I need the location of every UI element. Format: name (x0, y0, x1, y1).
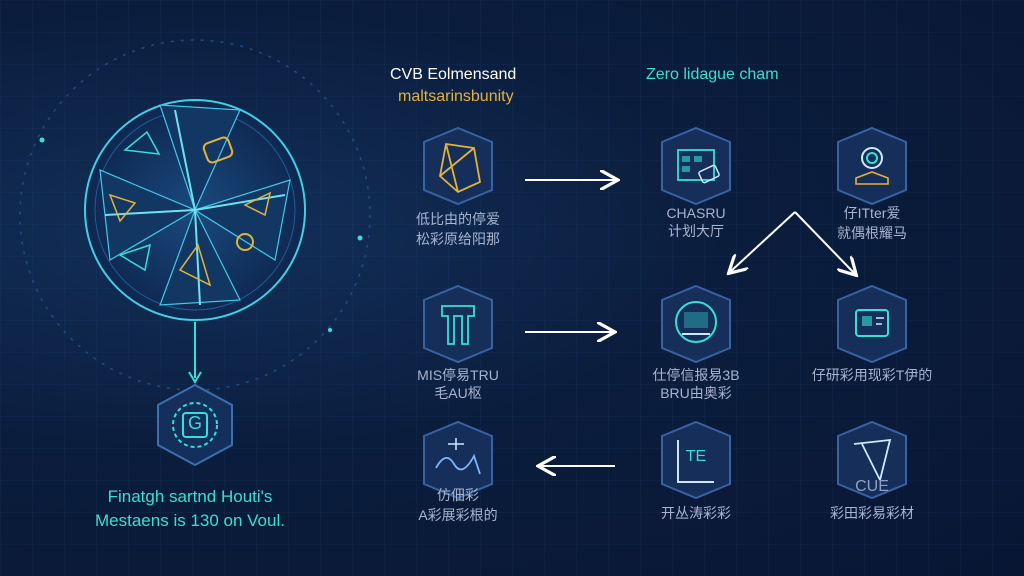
node-n6-line1: 仔研彩用现彩T伊的 (811, 367, 933, 383)
hub-glyph: G (187, 413, 202, 433)
node-n3-line1: 仔ITter爱 (843, 205, 901, 221)
wave-icon (423, 420, 493, 500)
caption-line1: Finatgh sartnd Houti's (107, 487, 273, 506)
monitor-icon (661, 284, 731, 364)
node-n5 (656, 284, 736, 364)
node-n9: CUE (832, 420, 912, 500)
node-n9-glyph: CUE (855, 478, 889, 495)
node-n8-line2: 开丛涛彩彩 (661, 505, 731, 521)
prism-icon (423, 126, 493, 206)
hexagon-badge-icon (157, 383, 233, 467)
right-title: Zero lidague cham (646, 66, 779, 83)
reader-icon (837, 126, 907, 206)
node-n2-line2: 计划大厅 (668, 223, 724, 239)
node-n3 (832, 126, 912, 206)
orbit-ring (19, 39, 371, 391)
device-icon (837, 284, 907, 364)
node-n4-line1: MIS停易TRU (417, 367, 499, 383)
arrow-split-left (730, 211, 796, 272)
node-n2-line1: CHASRU (666, 205, 726, 221)
hub-wheel (84, 99, 306, 321)
gate-icon (423, 284, 493, 364)
node-n1 (418, 126, 498, 206)
terminal-icon (661, 420, 731, 500)
left-title-line1: CVB Eolmensand (390, 66, 517, 83)
node-n5-line1: 仕停信报易3B (652, 367, 740, 383)
caption-line2: Mestaens is 130 on Voul. (95, 511, 285, 530)
node-n6 (832, 284, 912, 364)
node-n7-line1: 仿佃彩 (437, 487, 479, 503)
node-n1-line1: 低比由的停爱 (416, 211, 500, 227)
node-n4-line2: 毛AU枢 (434, 385, 482, 401)
arrow-split-right (794, 211, 855, 274)
node-n5-line2: BRU由奥彩 (660, 385, 732, 401)
node-n8-glyph: TE (685, 448, 707, 465)
hub-badge: G (152, 382, 238, 468)
node-n3-line2: 就偶根耀马 (837, 225, 907, 241)
node-n7-line2: A彩展彩根的 (418, 507, 498, 523)
node-n8: TE (656, 420, 736, 500)
node-n7 (418, 420, 498, 500)
node-n1-line2: 松彩原给阳那 (416, 231, 500, 247)
node-n9-line2: 彩田彩易彩材 (830, 505, 914, 521)
node-n4 (418, 284, 498, 364)
crane-icon (837, 420, 907, 500)
node-n2 (656, 126, 736, 206)
left-title-line2: maltsarinsbunity (398, 88, 514, 105)
dashboard-icon (661, 126, 731, 206)
